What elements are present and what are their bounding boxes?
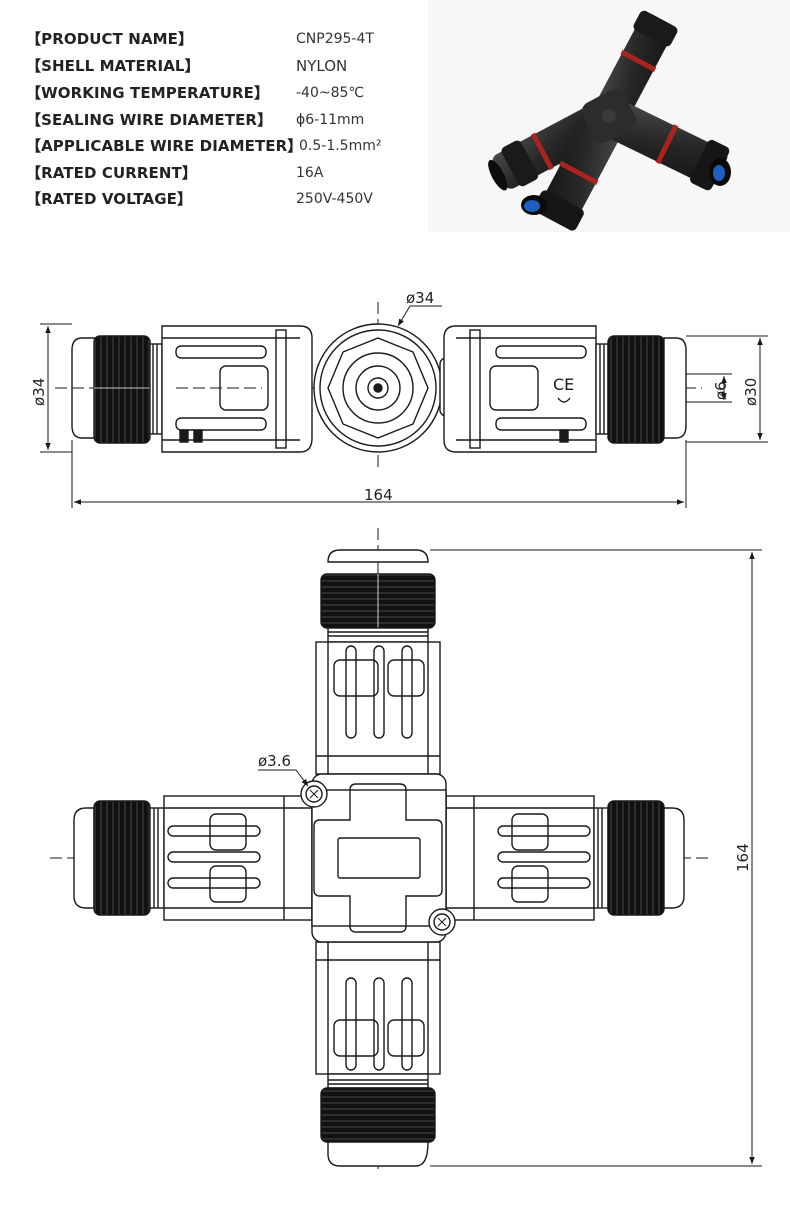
spec-label: 【APPLICABLE WIRE DIAMETER】 — [26, 137, 303, 155]
spec-label: 【RATED VOLTAGE】 — [26, 190, 193, 208]
dim-cable-diameter: ø6 — [712, 381, 730, 400]
top-view — [50, 528, 762, 1172]
spec-value: NYLON — [296, 57, 348, 75]
spec-label: 【SHELL MATERIAL】 — [26, 57, 200, 75]
side-view-dimensions: ø34 ø34 ø6 ø30 164 — [30, 289, 760, 504]
spec-value: 0.5-1.5mm² — [299, 138, 382, 154]
spec-value: -40~85℃ — [296, 85, 365, 101]
ce-mark: CE — [553, 375, 574, 394]
dim-length: 164 — [364, 486, 393, 504]
spec-value: CNP295-4T — [296, 31, 374, 47]
dim-left-diameter: ø34 — [30, 378, 48, 406]
x-connector-photo-icon — [488, 10, 731, 231]
spec-label: 【RATED CURRENT】 — [26, 164, 197, 182]
side-view: CE — [40, 302, 768, 508]
spec-value: ϕ6-11mm — [296, 112, 365, 128]
dim-screw-hole: ø3.6 — [258, 752, 291, 770]
product-photo — [428, 0, 790, 232]
cable-nut-bottom — [320, 1087, 436, 1143]
spec-label: 【PRODUCT NAME】 — [26, 30, 194, 48]
dim-hub-diameter: ø34 — [406, 289, 434, 307]
cable-nut-left-top-view — [93, 800, 151, 916]
cable-nut-right-top-view — [607, 800, 665, 916]
dim-right-diameter: ø30 — [742, 378, 760, 406]
spec-value: 250V-450V — [296, 191, 373, 207]
cable-nut-left — [93, 335, 151, 444]
cable-nut-right — [607, 335, 665, 444]
spec-value: 16A — [296, 165, 324, 181]
dim-height: 164 — [734, 843, 752, 872]
top-view-dimensions: ø3.6 164 — [258, 752, 752, 872]
spec-label: 【WORKING TEMPERATURE】 — [26, 84, 270, 102]
spec-label: 【SEALING WIRE DIAMETER】 — [26, 111, 273, 129]
